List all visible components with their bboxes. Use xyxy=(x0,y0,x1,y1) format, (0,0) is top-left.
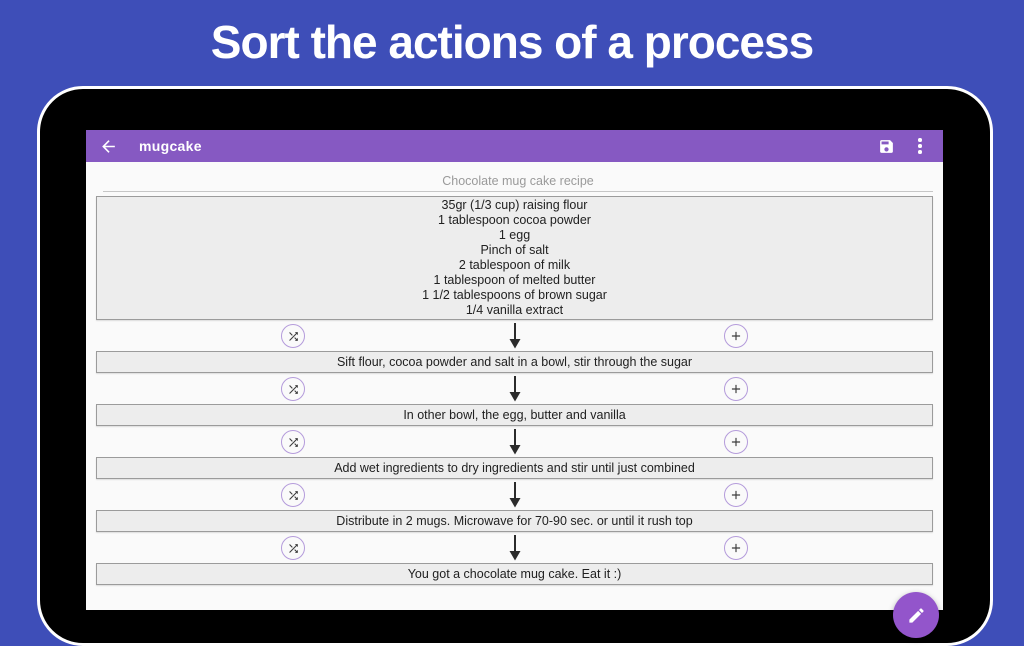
promo-title: Sort the actions of a process xyxy=(210,16,814,68)
add-step-button[interactable] xyxy=(723,324,748,348)
more-vert-icon xyxy=(918,138,922,154)
overflow-menu-button[interactable] xyxy=(907,133,933,159)
app-screen: mugcake Chocolate mug cake recipe 35gr (… xyxy=(86,130,943,638)
shuffle-icon xyxy=(289,490,298,500)
swap-steps-button[interactable] xyxy=(281,536,306,560)
flow-down-arrow-icon xyxy=(508,535,522,561)
step-text: In other bowl, the egg, butter and vanil… xyxy=(403,408,626,422)
shuffle-icon xyxy=(289,543,298,553)
plus-icon xyxy=(731,384,740,394)
app-toolbar: mugcake xyxy=(86,130,943,162)
step-card[interactable]: Sift flour, cocoa powder and salt in a b… xyxy=(96,351,933,373)
swap-steps-button[interactable] xyxy=(281,430,306,454)
plus-icon xyxy=(731,437,740,447)
add-step-button[interactable] xyxy=(723,377,748,401)
edit-fab[interactable] xyxy=(893,592,939,638)
step-actions-row xyxy=(86,321,943,351)
step-card[interactable]: You got a chocolate mug cake. Eat it :) xyxy=(96,563,933,585)
ingredient-line: Pinch of salt xyxy=(480,243,549,257)
flow-down-arrow-icon xyxy=(508,482,522,508)
swap-steps-button[interactable] xyxy=(281,483,306,507)
plus-icon xyxy=(731,490,740,500)
back-button[interactable] xyxy=(95,133,121,159)
flow-editor: Chocolate mug cake recipe 35gr (1/3 cup)… xyxy=(86,162,943,638)
step-actions-row xyxy=(86,480,943,510)
pencil-icon xyxy=(908,607,924,623)
step-text: Distribute in 2 mugs. Microwave for 70-9… xyxy=(336,514,693,528)
step-actions-row xyxy=(86,533,943,563)
plus-icon xyxy=(731,331,740,341)
step-actions-row xyxy=(86,427,943,457)
arrow-left-icon xyxy=(101,139,115,153)
steps-container: Sift flour, cocoa powder and salt in a b… xyxy=(86,321,943,585)
ingredient-line: 1 tablespoon of melted butter xyxy=(433,273,596,287)
step-actions-row xyxy=(86,374,943,404)
flow-down-arrow-icon xyxy=(508,323,522,349)
ingredient-line: 1/4 vanilla extract xyxy=(465,303,564,317)
add-step-button[interactable] xyxy=(723,536,748,560)
ingredient-line: 2 tablespoon of milk xyxy=(458,258,571,272)
flow-down-arrow-icon xyxy=(508,376,522,402)
add-step-button[interactable] xyxy=(723,483,748,507)
step-card[interactable]: In other bowl, the egg, butter and vanil… xyxy=(96,404,933,426)
save-button[interactable] xyxy=(873,133,899,159)
promo-banner: Sort the actions of a process xyxy=(0,2,1024,82)
step-card[interactable]: Add wet ingredients to dry ingredients a… xyxy=(96,457,933,479)
step-card[interactable]: Distribute in 2 mugs. Microwave for 70-9… xyxy=(96,510,933,532)
toolbar-title: mugcake xyxy=(139,138,202,154)
step-text: You got a chocolate mug cake. Eat it :) xyxy=(407,567,622,581)
add-step-button[interactable] xyxy=(723,430,748,454)
shuffle-icon xyxy=(289,437,298,447)
ingredient-line: 35gr (1/3 cup) raising flour xyxy=(441,198,588,212)
swap-steps-button[interactable] xyxy=(281,324,306,348)
swap-steps-button[interactable] xyxy=(281,377,306,401)
recipe-title-text: Chocolate mug cake recipe xyxy=(442,174,594,188)
step-text: Add wet ingredients to dry ingredients a… xyxy=(334,461,695,475)
ingredient-line: 1 egg xyxy=(498,228,531,242)
ingredient-line: 1 tablespoon cocoa powder xyxy=(438,213,591,227)
plus-icon xyxy=(731,543,740,553)
flow-down-arrow-icon xyxy=(508,429,522,455)
recipe-title-field[interactable]: Chocolate mug cake recipe xyxy=(103,162,933,192)
step-text: Sift flour, cocoa powder and salt in a b… xyxy=(336,355,693,369)
shuffle-icon xyxy=(289,331,298,341)
shuffle-icon xyxy=(289,384,298,394)
ingredient-line: 1 1/2 tablespoons of brown sugar xyxy=(422,288,607,302)
save-icon xyxy=(879,139,893,153)
